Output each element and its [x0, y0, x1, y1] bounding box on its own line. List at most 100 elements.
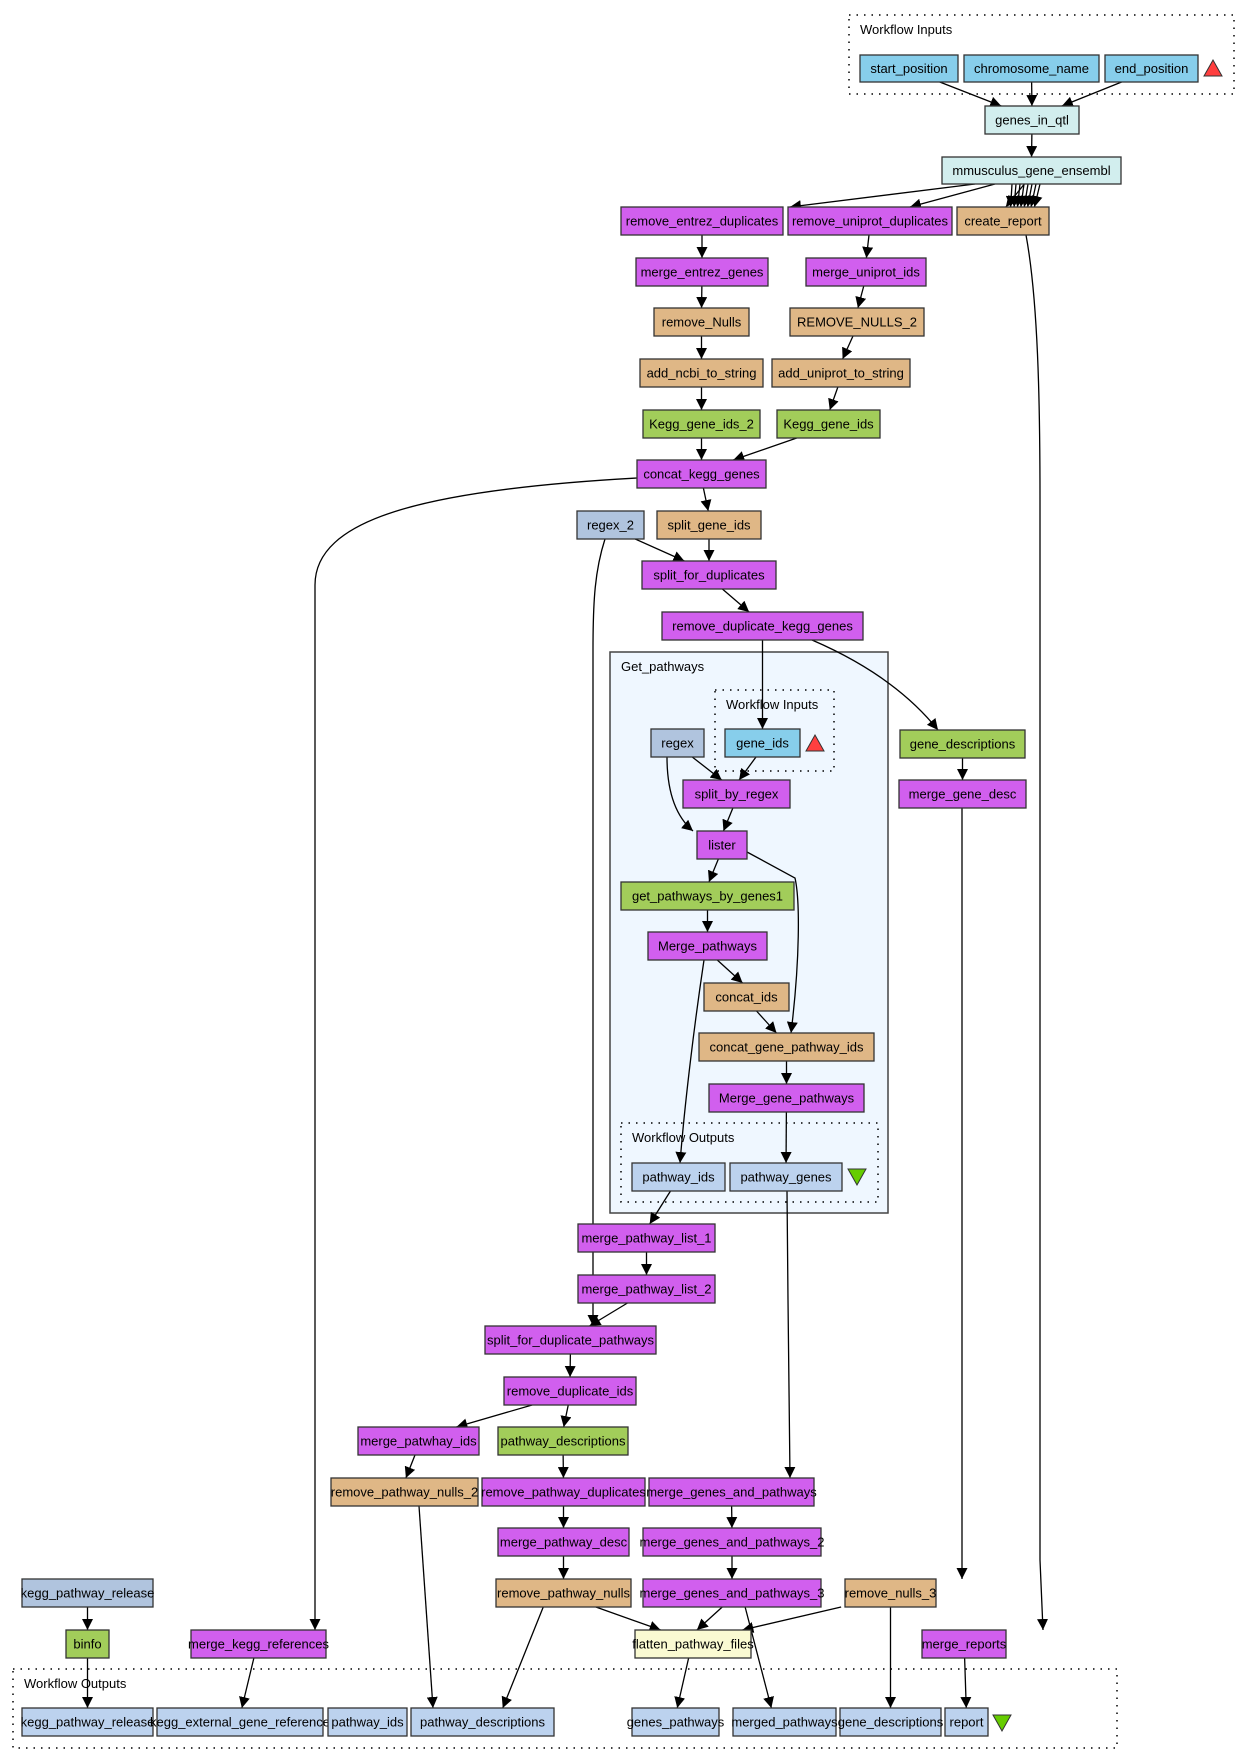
node-out-gene-descriptions[interactable]: gene_descriptions [838, 1707, 944, 1737]
node-label: regex [661, 736, 694, 751]
node-merge-kegg-references[interactable]: merge_kegg_references [188, 1629, 329, 1659]
node-lister[interactable]: lister [696, 830, 748, 860]
node-remove-pathway-nulls[interactable]: remove_pathway_nulls [495, 1578, 632, 1608]
node-gp-pathway-genes[interactable]: pathway_genes [729, 1162, 843, 1192]
node-out-report[interactable]: report [944, 1707, 989, 1737]
node-out-kegg-pathway-release[interactable]: kegg_pathway_release [21, 1707, 155, 1737]
node-merge-pathway-desc[interactable]: merge_pathway_desc [497, 1527, 630, 1557]
node-remove-nulls[interactable]: remove_Nulls [653, 307, 750, 337]
node-regex-2[interactable]: regex_2 [576, 510, 645, 540]
node-kegg-gene-ids-2[interactable]: Kegg_gene_ids_2 [642, 409, 761, 439]
node-concat-kegg-genes[interactable]: concat_kegg_genes [636, 459, 767, 489]
node-merge-genes-and-pathways[interactable]: merge_genes_and_pathways [646, 1477, 817, 1507]
node-label: add_ncbi_to_string [647, 366, 757, 381]
node-remove-duplicate-ids[interactable]: remove_duplicate_ids [503, 1376, 637, 1406]
node-gene-descriptions-svc[interactable]: gene_descriptions [899, 729, 1026, 759]
node-box [650, 728, 705, 758]
node-label: gene_descriptions [838, 1715, 944, 1730]
node-split-for-duplicate-pathways[interactable]: split_for_duplicate_pathways [484, 1325, 657, 1355]
node-label: start_position [870, 61, 947, 76]
node-label: lister [708, 838, 736, 853]
node-merge-gene-desc[interactable]: merge_gene_desc [898, 779, 1027, 809]
node-box [642, 1527, 822, 1557]
node-add-ncbi-to-string[interactable]: add_ncbi_to_string [639, 358, 764, 388]
node-out-pathway-descriptions[interactable]: pathway_descriptions [410, 1707, 555, 1737]
node-label: binfo [73, 1637, 101, 1652]
node-out-pathway-ids[interactable]: pathway_ids [327, 1707, 408, 1737]
node-split-by-regex[interactable]: split_by_regex [682, 779, 791, 809]
node-gene-ids[interactable]: gene_ids [724, 728, 801, 758]
node-merge-reports[interactable]: merge_reports [921, 1629, 1007, 1659]
node-merge-entrez-genes[interactable]: merge_entrez_genes [635, 257, 769, 287]
node-label: chromosome_name [974, 61, 1089, 76]
node-genes-in-qtl[interactable]: genes_in_qtl [984, 105, 1080, 135]
node-merge-gene-pathways[interactable]: Merge_gene_pathways [708, 1083, 865, 1113]
node-flatten-pathway-files[interactable]: flatten_pathway_files [632, 1629, 754, 1659]
edge-remove-duplicate-ids-to-merge-patwhay-ids [456, 1404, 533, 1430]
edge-REMOVE-NULLS-2-to-add-uniprot-to-string [842, 335, 854, 360]
node-box [898, 779, 1027, 809]
node-add-uniprot-to-string[interactable]: add_uniprot_to_string [771, 358, 911, 388]
node-remove-nulls-2[interactable]: REMOVE_NULLS_2 [789, 307, 925, 337]
node-merge-pathway-list-2[interactable]: merge_pathway_list_2 [577, 1274, 716, 1304]
edge-lister-to-concat-gene-pathway-ids [746, 851, 799, 1034]
node-create-report[interactable]: create_report [956, 206, 1050, 236]
node-kegg-pathway-release-const[interactable]: kegg_pathway_release [21, 1578, 155, 1608]
node-label: pathway_ids [642, 1170, 715, 1185]
node-box [497, 1527, 630, 1557]
edge-gp-pathway-genes-to-merge-genes-and-pathways [784, 1190, 796, 1479]
node-pathway-descriptions-svc[interactable]: pathway_descriptions [497, 1426, 629, 1456]
cluster-gp-outputs: Workflow Outputs [620, 1122, 879, 1203]
node-mmusculus-gene-ensembl[interactable]: mmusculus_gene_ensembl [941, 156, 1122, 185]
node-regex[interactable]: regex [650, 728, 705, 758]
node-split-for-duplicates[interactable]: split_for_duplicates [641, 560, 777, 590]
node-label: merge_kegg_references [188, 1637, 329, 1652]
node-remove-uniprot-duplicates[interactable]: remove_uniprot_duplicates [787, 206, 953, 236]
node-get-pathways-by-genes1[interactable]: get_pathways_by_genes1 [620, 881, 795, 911]
node-remove-entrez-duplicates[interactable]: remove_entrez_duplicates [620, 206, 784, 236]
node-box [724, 728, 801, 758]
node-box [327, 1707, 408, 1737]
node-split-gene-ids[interactable]: split_gene_ids [656, 510, 762, 540]
edge-gene-ids-to-split-by-regex [738, 756, 757, 781]
node-label: pathway_descriptions [420, 1715, 546, 1730]
node-end-position[interactable]: end_position [1104, 54, 1199, 83]
node-merge-patwhay-ids[interactable]: merge_patwhay_ids [357, 1426, 480, 1456]
node-box [656, 510, 762, 540]
node-merge-genes-and-pathways-2[interactable]: merge_genes_and_pathways_2 [639, 1527, 825, 1557]
node-binfo[interactable]: binfo [65, 1629, 110, 1659]
node-remove-duplicate-kegg-genes[interactable]: remove_duplicate_kegg_genes [661, 611, 864, 641]
cluster-border [620, 1122, 879, 1203]
node-remove-pathway-nulls-2[interactable]: remove_pathway_nulls_2 [330, 1477, 479, 1507]
edge-split-for-duplicates-to-remove-duplicate-kegg-genes [721, 588, 750, 613]
node-label: remove_duplicate_kegg_genes [672, 619, 853, 634]
node-remove-pathway-duplicates[interactable]: remove_pathway_duplicates [481, 1477, 646, 1507]
node-out-genes-pathways[interactable]: genes_pathways [627, 1707, 725, 1737]
node-gp-pathway-ids[interactable]: pathway_ids [631, 1162, 726, 1192]
edge-Merge-pathways-to-concat-ids [716, 959, 744, 984]
edge-regex-2-to-split-for-duplicate-pathways [587, 538, 606, 1326]
node-label: REMOVE_NULLS_2 [797, 315, 917, 330]
node-kegg-gene-ids[interactable]: Kegg_gene_ids [776, 409, 881, 439]
node-merge-pathways[interactable]: Merge_pathways [647, 931, 768, 961]
node-out-kegg-external-gene-reference[interactable]: kegg_external_gene_reference [150, 1707, 330, 1737]
node-concat-gene-pathway-ids[interactable]: concat_gene_pathway_ids [698, 1032, 875, 1062]
node-box [631, 1707, 720, 1737]
node-merge-pathway-list-1[interactable]: merge_pathway_list_1 [577, 1223, 716, 1253]
cluster-wf-inputs: Workflow Inputs [848, 14, 1235, 95]
node-box [495, 1578, 632, 1608]
node-box [941, 156, 1122, 185]
node-concat-ids[interactable]: concat_ids [703, 982, 790, 1012]
inputs-marker-icon [1203, 58, 1223, 77]
node-box [789, 307, 925, 337]
node-out-merged-pathways[interactable]: merged_pathways [731, 1707, 838, 1737]
node-box [21, 1707, 154, 1737]
node-merge-genes-and-pathways-3[interactable]: merge_genes_and_pathways_3 [639, 1578, 825, 1608]
node-label: merged_pathways [731, 1715, 838, 1730]
node-remove-nulls-3[interactable]: remove_nulls_3 [844, 1578, 937, 1608]
outputs-marker-icon [992, 1714, 1012, 1733]
node-chromosome-name[interactable]: chromosome_name [963, 54, 1100, 83]
node-label: merge_uniprot_ids [812, 265, 920, 280]
node-merge-uniprot-ids[interactable]: merge_uniprot_ids [805, 257, 927, 287]
node-start-position[interactable]: start_position [859, 54, 959, 83]
